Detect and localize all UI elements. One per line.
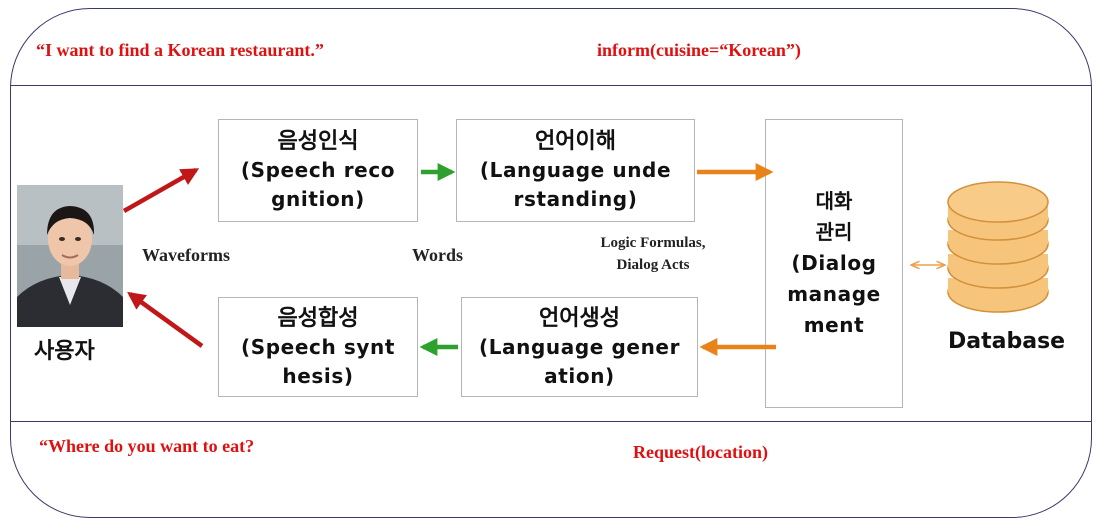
language-understanding-ko: 언어이해 [535,129,616,154]
database-label: Database [948,329,1066,354]
language-understanding-en-line2: rstanding) [513,187,638,211]
waveforms-label: Waveforms [142,245,230,265]
speech-synthesis-box: 음성합성 (Speech synt hesis) [218,297,418,397]
user-label: 사용자 [34,339,95,364]
user-photo [17,185,123,327]
speech-recognition-ko: 음성인식 [277,129,359,154]
dialog-management-en-line1: (Dialog [791,251,877,275]
dialog-management-ko-line2: 관리 [815,220,853,244]
bottom-utterance: “Where do you want to eat? [39,436,255,456]
speech-synthesis-ko: 음성합성 [277,305,359,331]
speech-synthesis-en-line1: (Speech synt [241,334,395,359]
database-icon [947,181,1049,313]
arrow-speech-synthesis-to-user [127,291,204,348]
dialog-system-frame [10,8,1092,518]
language-generation-en-line2: ation) [544,363,615,388]
top-band-divider [10,85,1092,86]
logic-formulas-line2: Dialog Acts [616,257,690,273]
language-understanding-en-line1: (Language unde [479,158,672,182]
logic-formulas-label: Logic Formulas, Dialog Acts [592,232,714,276]
dialog-management-en-line3: ment [803,313,865,337]
logic-formulas-line1: Logic Formulas, [600,235,706,251]
dialog-management-box: 대화 관리 (Dialog manage ment [765,119,903,408]
speech-recognition-box: 음성인식 (Speech reco gnition) [218,119,418,222]
top-semantic-frame: inform(cuisine=“Korean”) [597,40,801,60]
speech-recognition-en-line1: (Speech reco [240,158,396,182]
language-generation-box: 언어생성 (Language gener ation) [461,297,698,397]
top-utterance: “I want to find a Korean restaurant.” [36,40,324,60]
bottom-band-divider [10,421,1092,422]
dialog-management-en-line2: manage [787,282,881,306]
dialog-management-ko-line1: 대화 [815,189,853,213]
bottom-semantic-frame: Request(location) [633,442,768,462]
language-understanding-box: 언어이해 (Language unde rstanding) [456,119,695,222]
speech-recognition-en-line2: gnition) [271,187,365,211]
words-label: Words [412,245,464,265]
arrow-user-to-speech-recognition [122,168,200,213]
speech-synthesis-en-line2: hesis) [282,363,354,388]
user-avatar-icon [17,185,123,327]
language-generation-en-line1: (Language gener [478,334,681,359]
language-generation-ko: 언어생성 [539,305,620,331]
